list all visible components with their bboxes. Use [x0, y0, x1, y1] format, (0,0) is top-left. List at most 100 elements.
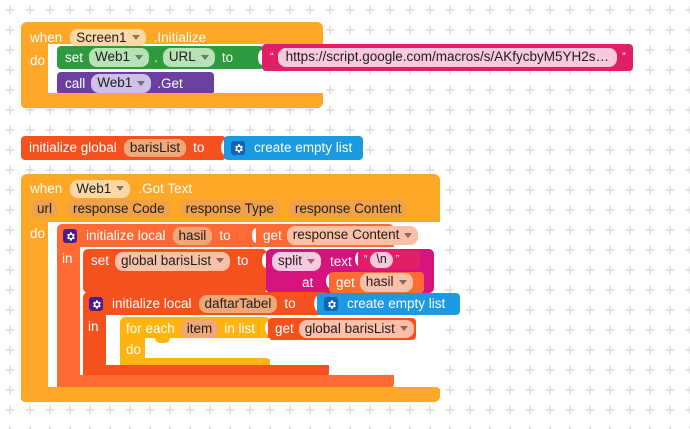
local-hasil-in-label-wrap: in: [62, 251, 73, 267]
block-create-empty-list-2[interactable]: create empty list: [317, 293, 460, 315]
for-each-body-notch: [155, 338, 170, 343]
chevron-down-icon[interactable]: [131, 35, 140, 40]
chevron-down-icon[interactable]: [116, 186, 125, 191]
chevron-down-icon[interactable]: [135, 54, 144, 60]
screen1-event-label: .Initialize: [153, 30, 207, 46]
block-set-global-barislist[interactable]: set global barisList to: [83, 249, 267, 293]
for-each-header: for each item in list: [126, 319, 255, 339]
block-init-global-barislist[interactable]: initialize global barisList to: [21, 136, 226, 160]
init-global-to-label: to: [193, 140, 205, 156]
hasil-name-field[interactable]: hasil: [172, 226, 213, 246]
param-response-code-label: response Code: [73, 200, 165, 216]
create-empty-list-label-1: create empty list: [254, 140, 353, 156]
chevron-down-icon[interactable]: [216, 258, 225, 264]
get-global-barislist-label: global barisList: [304, 320, 395, 336]
gear-icon[interactable]: [89, 297, 103, 311]
daftartabel-name-field[interactable]: daftarTabel: [198, 294, 278, 314]
url-open-quote: “: [270, 51, 274, 63]
param-response-type-label: response Type: [185, 200, 274, 216]
do-label-3: do: [126, 342, 142, 358]
split-at-label: at: [302, 274, 314, 290]
set-url-to-label: to: [221, 49, 234, 65]
chevron-down-icon[interactable]: [137, 80, 146, 86]
screen1-component-dropdown[interactable]: Screen1: [70, 28, 146, 48]
chevron-down-icon[interactable]: [404, 232, 413, 238]
newline-text-value: \n: [376, 252, 387, 267]
chevron-down-icon[interactable]: [399, 326, 408, 331]
url-text-value: https://script.google.com/macros/s/AKfyc…: [285, 49, 610, 65]
set-global-to-label: to: [237, 253, 249, 268]
init-global-label: initialize global: [29, 140, 117, 156]
init-local-daftartabel-to-label: to: [284, 296, 296, 312]
block-text-newline[interactable]: “ \n ”: [358, 250, 420, 270]
chevron-down-icon[interactable]: [200, 54, 209, 60]
when-screen1-header: when Screen1 .Initialize: [30, 28, 207, 48]
for-each-item-field[interactable]: item: [180, 319, 219, 339]
in-label-1: in: [62, 251, 73, 267]
daftartabel-name-value: daftarTabel: [204, 295, 272, 311]
init-local-daftartabel-label: initialize local: [112, 296, 192, 312]
set-url-property-label: URL: [168, 49, 196, 65]
get-hasil-label: hasil: [365, 274, 394, 290]
block-set-web1-url[interactable]: set Web1 . URL to: [57, 46, 264, 69]
param-url-label: url: [37, 200, 53, 216]
call-component-label: Web1: [97, 75, 133, 91]
chevron-down-icon[interactable]: [307, 258, 316, 264]
do-label-2: do: [30, 226, 46, 242]
call-method-label: .Get: [157, 75, 183, 91]
local-daftartabel-header: initialize local daftarTabel to: [89, 294, 296, 314]
gottext-event-label: .Got Text: [138, 181, 193, 197]
gottext-params-row: url response Code response Type response…: [31, 199, 408, 219]
chevron-down-icon[interactable]: [398, 279, 407, 285]
screen1-component-label: Screen1: [76, 29, 127, 45]
set-url-dot: .: [154, 49, 158, 65]
block-create-empty-list-1[interactable]: create empty list: [224, 136, 363, 160]
block-text-url[interactable]: “ https://script.google.com/macros/s/AKf…: [262, 44, 633, 71]
block-get-response-content[interactable]: get response Content: [256, 225, 419, 246]
gottext-component-dropdown[interactable]: Web1: [70, 179, 131, 199]
split-text-label: text: [330, 253, 352, 269]
do-label: do: [30, 53, 46, 69]
call-component-dropdown[interactable]: Web1: [91, 74, 152, 93]
block-get-global-barislist[interactable]: get global barisList: [268, 318, 416, 340]
gottext-do-label-wrap: do: [30, 226, 45, 242]
block-call-web1-get[interactable]: call Web1 .Get: [57, 72, 214, 95]
get-hasil-dropdown[interactable]: hasil: [359, 273, 413, 292]
get-global-barislist-dropdown[interactable]: global barisList: [298, 319, 414, 339]
gear-icon[interactable]: [63, 229, 77, 243]
newline-text-field[interactable]: \n: [370, 252, 393, 268]
set-global-variable-label: global barisList: [121, 253, 212, 268]
block-get-hasil[interactable]: get hasil: [329, 272, 424, 293]
param-response-code[interactable]: response Code: [67, 199, 171, 219]
newline-close-quote: ”: [395, 254, 400, 265]
set-url-property-dropdown[interactable]: URL: [162, 48, 215, 67]
set-global-variable-dropdown[interactable]: global barisList: [115, 252, 231, 271]
param-response-type[interactable]: response Type: [179, 199, 280, 219]
split-op-dropdown[interactable]: split: [272, 252, 322, 271]
for-each-empty-body-slot[interactable]: [147, 338, 270, 358]
daftartabel-bottom-bar: [83, 365, 329, 377]
barislist-name-field[interactable]: barisList: [123, 138, 187, 158]
set-url-component-label: Web1: [95, 49, 131, 65]
local-hasil-bottom-bar: [57, 375, 394, 388]
gear-icon[interactable]: [324, 297, 338, 311]
response-content-dropdown[interactable]: response Content: [286, 226, 419, 245]
for-each-do-label-wrap: do: [126, 342, 141, 358]
in-label-2: in: [88, 319, 99, 335]
split-op-label: split: [278, 253, 303, 269]
get-label-2: get: [336, 274, 355, 290]
init-local-hasil-label: initialize local: [86, 228, 166, 244]
split-row-at: at: [302, 274, 313, 291]
for-each-bottom-bar: [120, 358, 270, 369]
barislist-name-value: barisList: [129, 139, 181, 155]
create-empty-list-label-2: create empty list: [347, 296, 446, 312]
set-label-2: set: [91, 253, 110, 268]
param-url[interactable]: url: [31, 199, 59, 219]
for-each-item-label: item: [186, 320, 213, 336]
get-label-3: get: [275, 321, 294, 337]
gottext-header: when Web1 .Got Text: [30, 179, 193, 199]
url-text-field[interactable]: https://script.google.com/macros/s/AKfyc…: [277, 48, 618, 67]
set-url-component-dropdown[interactable]: Web1: [89, 48, 150, 67]
param-response-content[interactable]: response Content: [288, 199, 408, 219]
gear-icon[interactable]: [231, 141, 245, 155]
